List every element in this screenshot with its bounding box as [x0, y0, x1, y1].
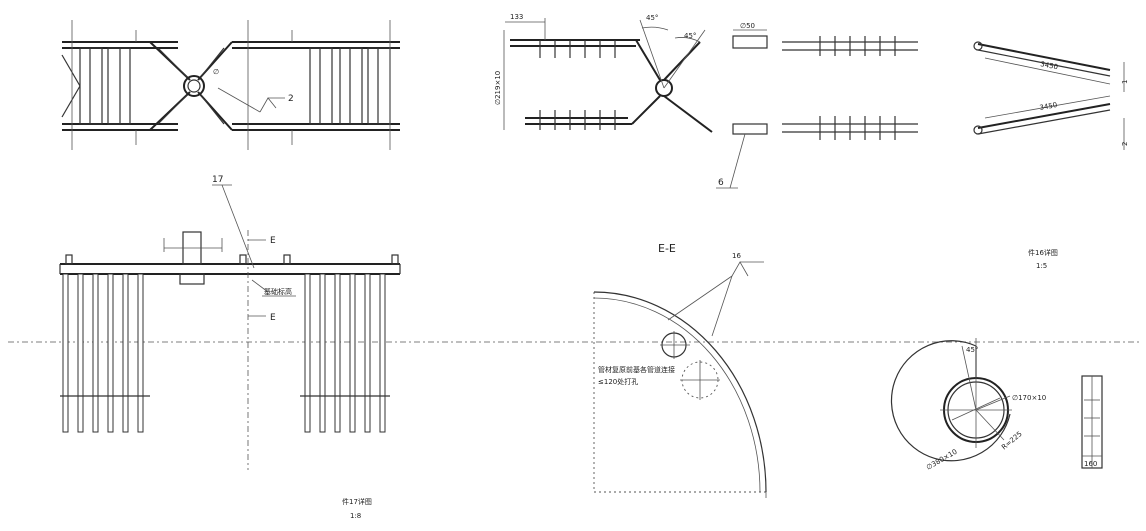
section-callout-6: 6: [718, 178, 724, 188]
side-parts: [973, 41, 1125, 150]
section-ee-callout: 16: [732, 252, 741, 260]
front-section-mark-bottom: E: [270, 313, 276, 323]
detail-16-dim-hole: ∅170×10: [1012, 394, 1046, 402]
section-ee: [593, 261, 767, 498]
front-note: 基础标高: [264, 287, 292, 296]
top-plan-dim-label: ∅: [213, 68, 219, 76]
section-ee-note-2: ≤120处打孔: [598, 377, 638, 386]
section-dim-small: ∅50: [740, 22, 755, 30]
detail-16-angle: 45°: [966, 346, 978, 354]
top-plan-callout: 2: [288, 94, 294, 104]
section-ee-note-1: 管材复原前基各管道连接: [598, 365, 675, 374]
side-dim-bottom: 3450: [1039, 101, 1058, 112]
section-angle-b: 45°: [684, 32, 696, 40]
front-section-mark-top: E: [270, 236, 276, 246]
section-dim-133: 133: [510, 13, 523, 21]
detail-16: [890, 338, 1103, 469]
detail-16-dim-outer: ∅380×10: [925, 448, 959, 472]
side-tick-top: 1: [1121, 80, 1129, 84]
section-dim-left: ∅219×10: [494, 71, 502, 105]
side-tick-bottom: 2: [1121, 142, 1129, 146]
side-dim-top: 3450: [1040, 60, 1059, 71]
top-plan-view: [61, 20, 400, 150]
detail-16-title: 件16详图: [1028, 248, 1058, 257]
detail-16-dim-r: R=225: [1000, 430, 1024, 452]
front-elevation: [8, 184, 1140, 470]
section-ee-title: E-E: [658, 242, 676, 255]
detail-16-scale: 1:5: [1036, 262, 1047, 270]
bottom-scale: 1:8: [350, 512, 361, 520]
section-angle-a: 45°: [646, 14, 658, 22]
bottom-title: 件17详图: [342, 497, 372, 506]
top-section-view: [503, 18, 918, 189]
front-callout-17: 17: [212, 175, 223, 185]
detail-16-plate-dim: 160: [1084, 460, 1097, 468]
